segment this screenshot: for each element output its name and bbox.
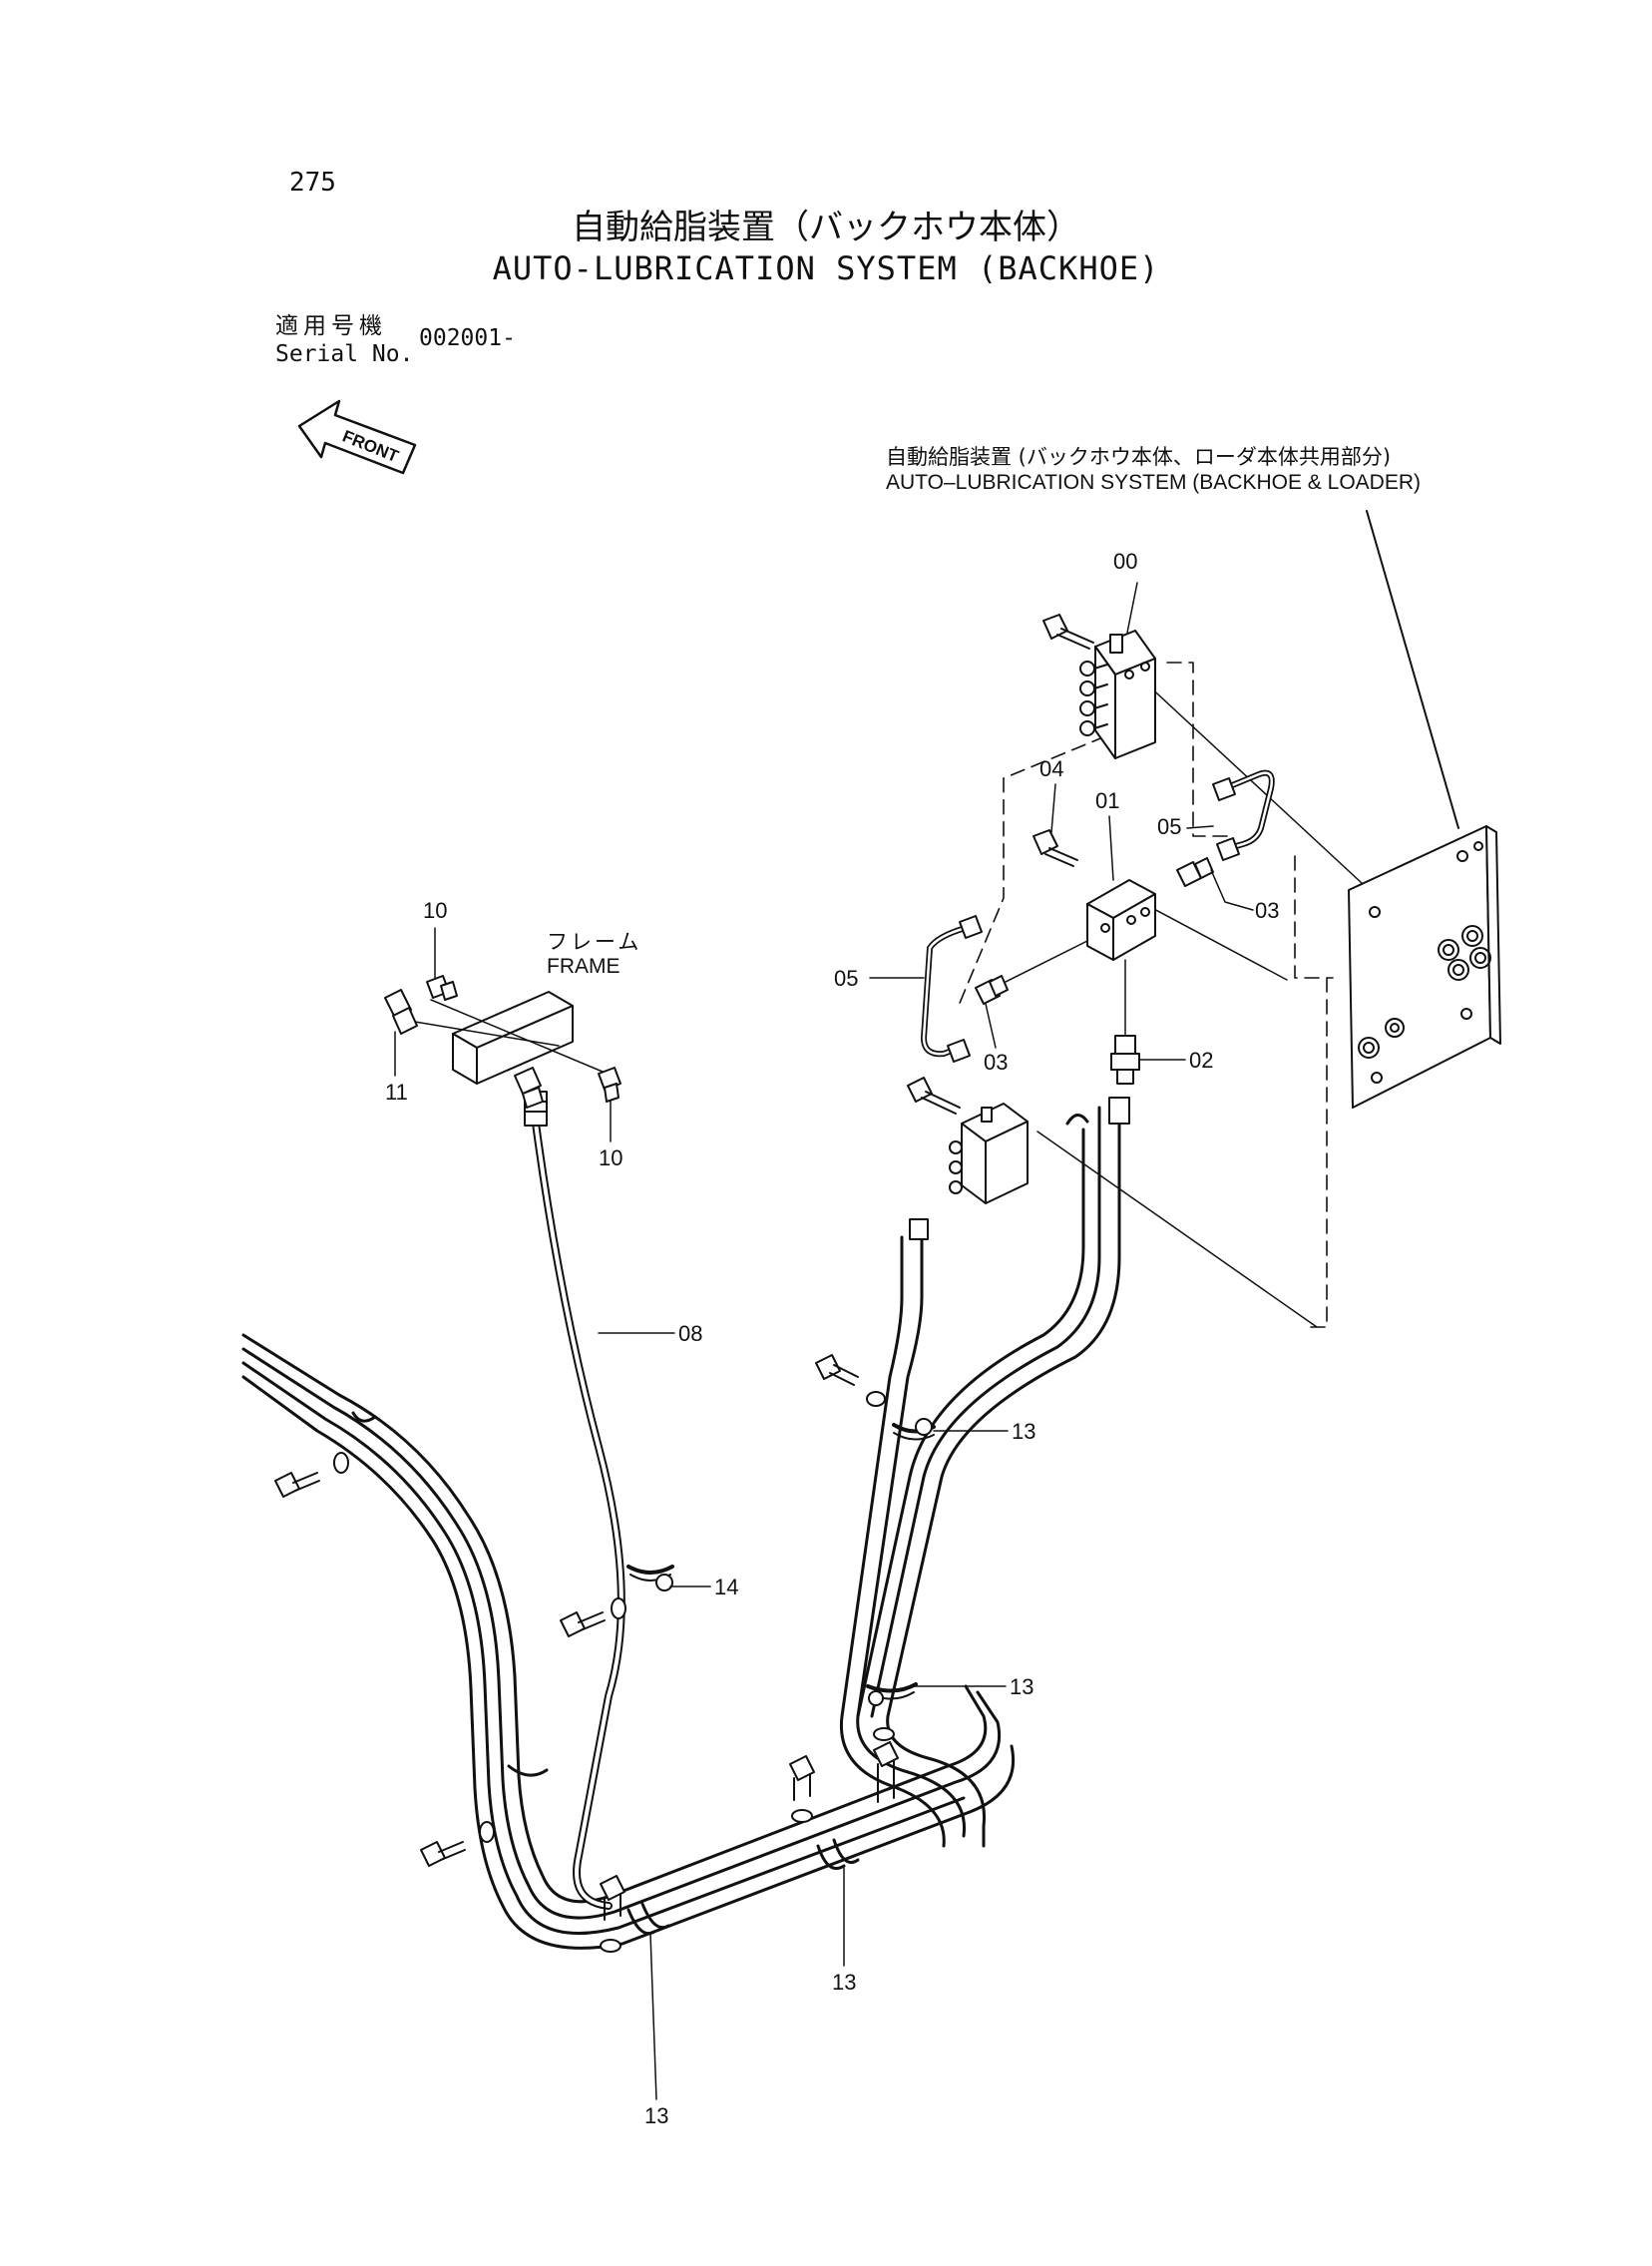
callout-03-lower: 03 [984,1050,1009,1075]
mounting-bolt-6 [873,1727,899,1803]
callout-10-upper: 10 [423,898,448,923]
callout-13-lower-left: 13 [644,2103,669,2128]
serial-number-value: 002001- [419,325,516,351]
guide-fitting-to-junction [997,935,1098,987]
serial-label-english: Serial No. [275,341,414,367]
callout-05-upper: 05 [1157,814,1182,839]
front-direction-arrow: FRONT [297,399,417,475]
frame-label-english: FRAME [547,955,620,978]
callout-14: 14 [714,1575,739,1599]
hose-clamp-13-lower-left [626,1902,670,1936]
lower-distributor-block [949,1103,1029,1204]
leader-line-13-lower-left [649,1933,657,2100]
fitting-03-upper [1176,857,1214,887]
callout-13-lower-right: 13 [832,1970,857,1995]
pipe-clamp-left-upper [351,1411,377,1423]
assembly-guide-lines [957,662,1334,1328]
callout-11: 11 [385,1080,408,1105]
callout-03-upper: 03 [1255,898,1280,923]
leader-line-05-upper [1186,825,1214,829]
mounting-bolt-2 [815,1354,886,1407]
callout-05-lower: 05 [834,966,859,991]
callout-00: 00 [1113,549,1138,574]
leader-line-04 [1050,783,1056,833]
guide-lower-block-to-plate [1036,1131,1318,1328]
mounting-bolt-3 [560,1597,626,1637]
frame-label-japanese: フレーム [547,930,642,954]
frame-bracket [402,991,604,1085]
serial-label-japanese: 適用号機 [275,313,387,339]
pipe-upper-05 [1212,769,1275,861]
pipe-lower-05 [921,915,983,1063]
elbow-fitting-11 [384,989,418,1035]
leader-line-00 [1126,582,1138,634]
callout-01: 01 [1095,788,1120,813]
callout-13-upper: 13 [1012,1419,1036,1444]
junction-bolt-04 [1032,829,1078,867]
leader-line-03-upper [1210,869,1254,911]
leader-line-01 [1108,815,1114,881]
lower-block-bolt [907,1077,961,1115]
shared-assembly-label-english: AUTO–LUBRICATION SYSTEM (BACKHOE & LOADE… [886,471,1421,494]
distributor-mounting-bolt [1042,614,1094,650]
page-number: 275 [289,168,336,198]
fitting-10-lower [598,1067,621,1103]
junction-block-01 [1086,879,1156,961]
fitting-03-lower [975,975,1009,1005]
callout-13-middle: 13 [1010,1674,1034,1699]
callout-08: 08 [678,1321,703,1346]
callout-10-lower: 10 [599,1145,623,1170]
shared-assembly-label-japanese: 自動給脂装置 (バックホウ本体、ローダ本体共用部分) [886,445,1392,469]
mounting-bolt-1 [274,1452,349,1498]
distributor-valve-block [1079,630,1156,759]
mounting-bolt-5 [789,1755,815,1823]
guide-junction-to-plate [1136,899,1288,981]
hose-bundle-right [839,1097,1130,1848]
hose-end-fitting [1108,1097,1130,1125]
callout-02: 02 [1189,1048,1214,1073]
elbow-fitting-bracket [514,1067,544,1109]
adapter-02 [1110,1035,1140,1085]
mounting-bolt-4 [420,1821,495,1867]
page-title-english: AUTO-LUBRICATION SYSTEM (BACKHOE) [492,249,1160,287]
hose-08 [524,1091,625,1910]
callout-04: 04 [1039,756,1064,781]
hose-clamp-13-lower-right [816,1838,860,1870]
page-title-japanese: 自動給脂装置（バックホウ本体） [572,208,1080,247]
hose-clamp-14 [626,1565,674,1591]
hose-end-fitting [909,1218,929,1240]
hose-clamp-13-upper [892,1418,936,1441]
leader-line-shared-assembly [1366,510,1459,829]
fitting-10-upper [426,975,458,1001]
mounting-bolt-7 [600,1875,625,1953]
pipe-clamp-left-lower [507,1764,549,1777]
mounting-plate [1348,825,1501,1109]
leader-line-03-lower [985,1003,997,1049]
main-pipe-run [241,1333,1016,1950]
